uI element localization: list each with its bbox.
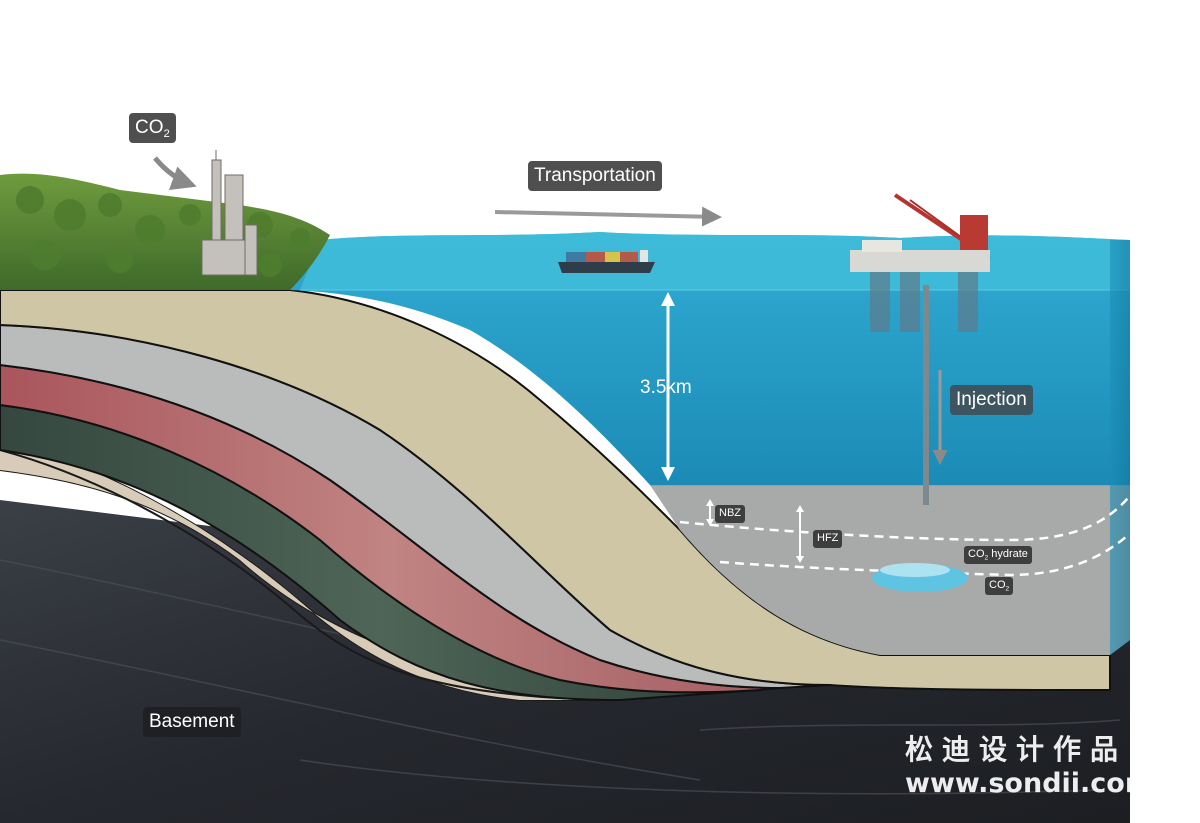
co2-source-label-main: CO <box>135 117 164 138</box>
transport-arrow-icon <box>494 206 722 227</box>
injection-pipe <box>923 285 929 505</box>
nbz-label: NBZ <box>715 505 745 523</box>
co2-source-label-sub: 2 <box>163 127 170 140</box>
co2-hydrate-label: CO2 hydrate <box>964 546 1032 564</box>
co2-pool-label-sub: 2 <box>1005 585 1010 593</box>
watermark-url: www.sondii.com <box>905 768 1153 799</box>
co2-arrow-icon <box>153 156 197 191</box>
co2-source-label: CO2 <box>129 113 176 143</box>
transportation-label: Transportation <box>528 161 662 191</box>
hfz-arrow-icon <box>796 505 804 563</box>
depth-label: 3.5km <box>640 377 692 398</box>
nbz-arrow-icon <box>706 499 714 526</box>
depth-arrow-icon <box>661 292 675 481</box>
co2-pool-label: CO2 <box>985 577 1014 595</box>
co2-pool-label-main: CO <box>989 579 1006 591</box>
basement-texture <box>0 559 1121 795</box>
co2-hydrate-label-sub: 2 <box>984 554 989 562</box>
watermark-cn: 松迪设计作品 <box>905 733 1128 766</box>
injection-label: Injection <box>950 385 1033 415</box>
co2-hydrate-label-main: CO <box>968 548 985 560</box>
nbz-boundary <box>679 497 1129 542</box>
co2-plant-icon <box>201 150 258 276</box>
ocean-side <box>1110 240 1130 655</box>
hfz-label: HFZ <box>813 530 843 548</box>
cargo-ship-icon <box>558 250 655 273</box>
hfz-boundary <box>719 534 1129 577</box>
offshore-platform-icon <box>850 193 991 332</box>
beige-layer <box>0 289 1111 692</box>
ocean-surface <box>300 232 1130 290</box>
basement-label: Basement <box>143 707 241 737</box>
coastal-land <box>0 173 330 290</box>
co2-hydrate-label-rest: hydrate <box>988 548 1028 560</box>
